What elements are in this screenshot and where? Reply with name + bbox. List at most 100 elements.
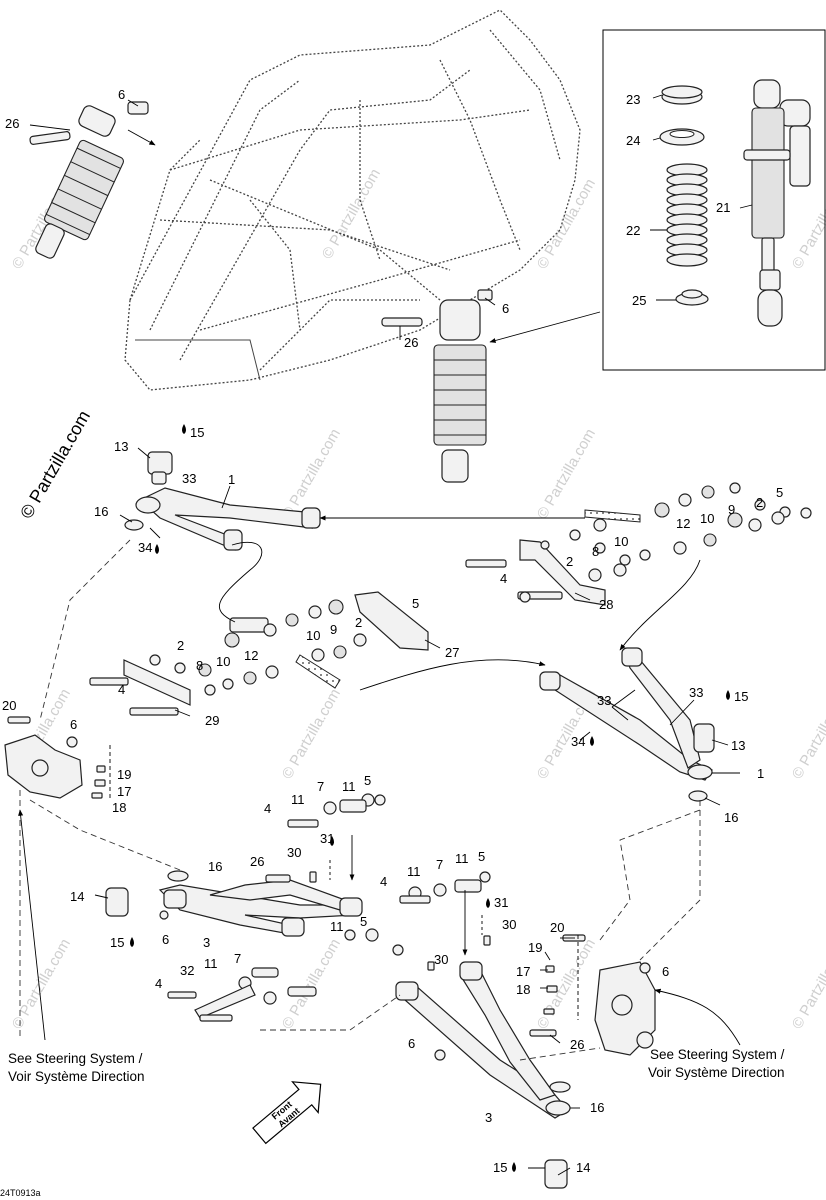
callout-label: 16	[590, 1100, 604, 1115]
callout-label: 15	[190, 425, 204, 440]
watermark-main: © Partzilla.com	[16, 407, 94, 522]
callout-label: 6	[662, 964, 669, 979]
assembly-lines	[18, 311, 741, 1061]
callout-label: 5	[412, 596, 419, 611]
callout-label: 19	[117, 767, 131, 782]
steering-reference-left: Voir Système Direction	[8, 1069, 145, 1084]
grease-drop-icon	[726, 690, 730, 700]
callout-label: 14	[70, 889, 84, 904]
callout-label: 5	[364, 773, 371, 788]
callout-label: 14	[576, 1160, 590, 1175]
watermark: © Partzilla.com	[9, 936, 74, 1032]
callout-label: 30	[287, 845, 301, 860]
watermark: © Partzilla.com	[789, 936, 826, 1032]
callout-label: 26	[404, 335, 418, 350]
callout-label: 5	[776, 485, 783, 500]
callout-label: 4	[500, 571, 507, 586]
callout-label: 11	[330, 919, 344, 934]
callout-label: 27	[445, 645, 459, 660]
callout-label: 11	[407, 864, 421, 879]
coil-spring	[666, 163, 708, 267]
callout-label: 33	[689, 685, 703, 700]
callout-label: 19	[528, 940, 542, 955]
callout-label: 11	[342, 779, 356, 794]
callout-label: 20	[2, 698, 16, 713]
callout-label: 26	[250, 854, 264, 869]
callout-label: 8	[196, 658, 203, 673]
callout-label: 3	[485, 1110, 492, 1125]
callout-label: 26	[5, 116, 19, 131]
callout-label: 25	[632, 293, 646, 308]
callout-label: 10	[216, 654, 230, 669]
callout-label: 17	[117, 784, 131, 799]
front-direction-arrow: Front Avant	[252, 1081, 322, 1145]
callout-label: 30	[434, 952, 448, 967]
watermark: © Partzilla.com	[789, 176, 826, 272]
grease-drop-icon	[155, 544, 159, 554]
grease-drop-icon	[182, 424, 186, 434]
callout-label: 3	[203, 935, 210, 950]
callout-label: 33	[182, 471, 196, 486]
callout-label: 15	[493, 1160, 507, 1175]
callout-label: 1	[757, 766, 764, 781]
callout-label: 13	[114, 439, 128, 454]
vehicle-frame	[124, 9, 581, 391]
callout-label: 20	[550, 920, 564, 935]
watermark: © Partzilla.com	[789, 686, 826, 782]
callout-label: 17	[516, 964, 530, 979]
grease-drop-icon	[590, 736, 594, 746]
grease-drop-icon	[130, 937, 134, 947]
callout-label: 10	[700, 511, 714, 526]
callout-label: 12	[676, 516, 690, 531]
bushing-stack-upper-left	[89, 591, 429, 716]
callout-label: 15	[110, 935, 124, 950]
lower-a-arm-right	[395, 871, 571, 1189]
watermark: © Partzilla.com	[534, 426, 599, 522]
callout-label: 11	[455, 851, 469, 866]
callout-label: 2	[355, 615, 362, 630]
callout-label: 34	[138, 540, 152, 555]
callout-label: 6	[162, 932, 169, 947]
callout-label: 6	[118, 87, 125, 102]
watermark: © Partzilla.com	[279, 936, 344, 1032]
steering-reference-right: See Steering System /	[650, 1047, 785, 1062]
callout-label: 1	[228, 472, 235, 487]
callout-label: 4	[155, 976, 162, 991]
rear-shock-left	[29, 101, 156, 259]
callout-label: 22	[626, 223, 640, 238]
steering-knuckle-right	[543, 934, 656, 1056]
bushing-stack-upper-right	[465, 482, 812, 606]
grease-drop-icon	[512, 1162, 516, 1172]
leader-lines	[29, 94, 753, 1176]
callout-label: 10	[306, 628, 320, 643]
callout-label: 2	[566, 554, 573, 569]
grease-drop-icon	[486, 898, 490, 908]
callout-label: 4	[380, 874, 387, 889]
callout-label: 23	[626, 92, 640, 107]
captions: See Steering System / Voir Système Direc…	[8, 1047, 785, 1084]
callout-label: 16	[208, 859, 222, 874]
callout-label: 5	[478, 849, 485, 864]
callout-label: 12	[244, 648, 258, 663]
callout-label: 30	[502, 917, 516, 932]
watermark: © Partzilla.com	[534, 176, 599, 272]
watermark: © Partzilla.com	[279, 686, 344, 782]
callout-label: 7	[234, 951, 241, 966]
steering-reference-right: Voir Système Direction	[648, 1065, 785, 1080]
callout-label: 16	[94, 504, 108, 519]
callout-label: 2	[177, 638, 184, 653]
callout-label: 16	[724, 810, 738, 825]
callout-label: 9	[330, 622, 337, 637]
lower-a-arm-left	[105, 793, 404, 1022]
watermark: © Partzilla.com	[534, 936, 599, 1032]
callout-label: 10	[614, 534, 628, 549]
callout-label: 18	[112, 800, 126, 815]
callout-label: 18	[516, 982, 530, 997]
grease-drop-icons	[130, 424, 730, 1172]
figure-code: 24T0913a	[0, 1188, 41, 1198]
callout-label: 5	[360, 914, 367, 929]
callout-label: 34	[571, 734, 585, 749]
callout-label: 11	[204, 956, 218, 971]
callout-labels: 26 6 23 24 22 21 25 6 26 13 15 33 1 16 3…	[2, 87, 783, 1175]
